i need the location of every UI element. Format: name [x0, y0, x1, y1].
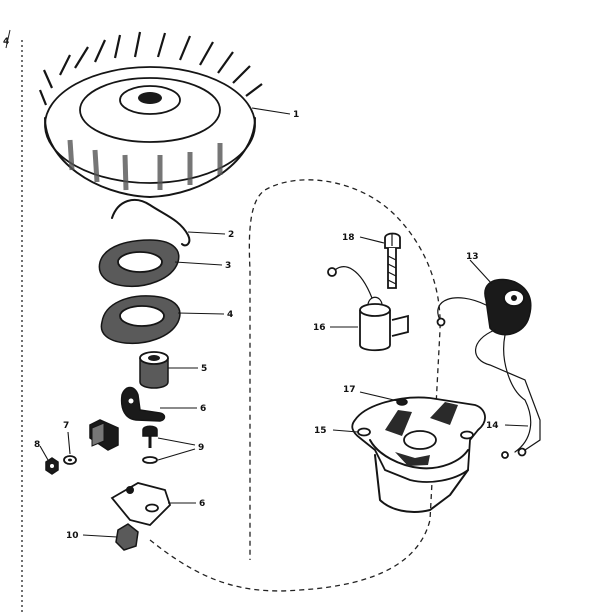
- dust-cover: 3: [98, 239, 231, 288]
- breaker-washer: 7: [63, 421, 77, 465]
- label-part-2: 2: [228, 230, 234, 240]
- label-part-9: 9: [198, 443, 204, 453]
- label-part-4: 4: [227, 310, 233, 320]
- coil: 13: [466, 252, 532, 336]
- label-part-14: 14: [486, 421, 499, 431]
- label-part-6b: 6: [199, 499, 205, 509]
- label-part-15: 16: [313, 323, 326, 333]
- felt: 10: [66, 523, 139, 551]
- breaker-arm: 6: [120, 386, 206, 422]
- gasket: 4: [100, 295, 233, 345]
- screw-and-lockwasher: 9: [142, 425, 204, 464]
- label-part-16: 15: [314, 426, 327, 436]
- label-part-3: 3: [225, 261, 231, 271]
- nut: 8: [34, 440, 59, 475]
- margin-mark: 4: [3, 37, 9, 47]
- stator-assembly-outline: [149, 179, 441, 592]
- label-part-1: 1: [293, 110, 299, 120]
- label-part-10: 10: [66, 531, 79, 541]
- condenser-screw: 18: [342, 232, 401, 289]
- spring-clip: 2: [111, 198, 234, 247]
- label-part-7: 7: [63, 421, 69, 431]
- contact-bracket: [89, 419, 119, 451]
- cam: 5: [139, 351, 207, 389]
- condenser: 16: [313, 266, 409, 352]
- label-part-5: 5: [201, 364, 207, 374]
- label-part-6a: 6: [200, 404, 206, 414]
- stator-screw: 17: [343, 385, 408, 406]
- lead-wires: 14: [436, 297, 541, 459]
- label-part-17: 17: [343, 385, 356, 395]
- label-part-8: 8: [34, 440, 40, 450]
- label-part-13: 13: [466, 252, 479, 262]
- breaker-plate: 6: [110, 482, 205, 526]
- stator-plate: 15: [314, 396, 486, 513]
- label-part-18: 18: [342, 233, 355, 243]
- flywheel: 1: [38, 31, 299, 198]
- margin-binding-line: 4: [3, 29, 23, 612]
